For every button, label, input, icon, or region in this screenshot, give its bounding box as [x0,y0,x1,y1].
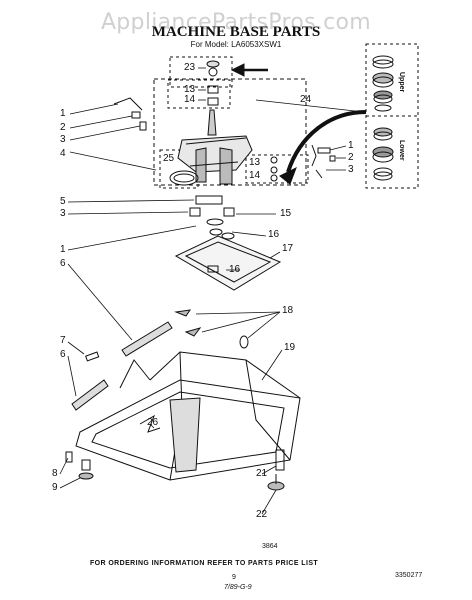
assembly-dashed-box [153,78,307,186]
callout-24: 24 [300,94,312,105]
support-frame [174,228,282,291]
callout-21: 21 [256,468,268,479]
callout-6: 6 [60,258,66,269]
callout-2: 2 [60,122,66,133]
callout-19: 19 [284,342,296,353]
callout-13: 13 [184,84,196,95]
callout-5: 5 [60,196,66,207]
callout-3: 3 [60,208,66,219]
revision-date: 7/89-G-9 [224,584,252,591]
callout-3: 3 [60,134,66,145]
ordering-note: FOR ORDERING INFORMATION REFER TO PARTS … [90,560,319,567]
callout-26: 26 [147,417,159,428]
seal-dashed-box [169,56,233,88]
model-subtitle: For Model: LA6053XSW1 [190,40,282,49]
transmission-assembly [177,109,253,185]
callout-22: 22 [256,509,268,520]
callout-16: 16 [268,229,280,240]
page-number: 9 [232,574,236,581]
callout-17: 17 [282,243,294,254]
callout-4: 4 [60,148,66,159]
callout-9: 9 [52,482,58,493]
drawing-code: 3864 [262,543,278,550]
upper-kit-label: Upper [398,72,405,93]
callout-3: 3 [348,164,354,175]
callout-23: 23 [184,62,196,73]
callout-8: 8 [52,468,58,479]
callout-14: 14 [184,94,196,105]
watermark: AppliancePartsPros.com [100,10,372,35]
lower-kit-label: Lower [398,140,405,161]
callout-16: 16 [229,264,241,275]
callout-14: 14 [249,170,261,181]
callout-1: 1 [60,244,66,255]
machine-base [75,351,301,481]
callout-1: 1 [348,140,354,151]
callout-7: 7 [60,335,66,346]
upper-seal-rings [372,55,394,112]
callout-1: 1 [60,108,66,119]
callout-15: 15 [280,208,292,219]
callout-2: 2 [348,152,354,163]
callout-25: 25 [163,153,175,164]
lower-seal-rings [372,127,394,181]
callout-13: 13 [249,157,261,168]
callout-6: 6 [60,349,66,360]
part-number: 3350277 [395,572,423,579]
callout-18: 18 [282,305,294,316]
diagram-title: MACHINE BASE PARTS [151,24,321,40]
